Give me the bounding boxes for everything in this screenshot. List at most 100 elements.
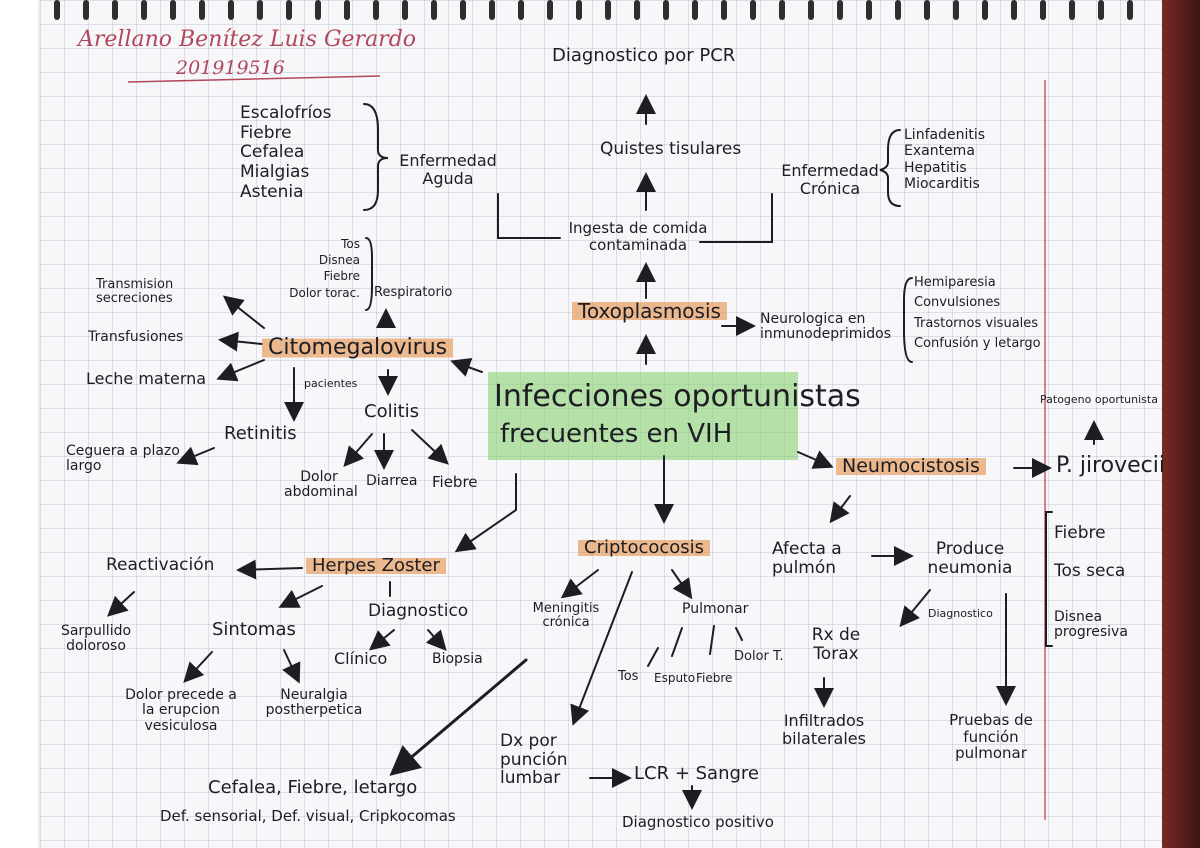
aguda-sintoma: Mialgias: [240, 162, 310, 183]
spiral-ring: [199, 0, 205, 20]
neumo-pj: P. jirovecii: [1056, 453, 1165, 478]
neumo-rx: Rx de Torax: [811, 625, 861, 664]
arrow-colitis-fiebre: [411, 429, 449, 465]
herpes-clinico: Clínico: [334, 649, 388, 668]
spiral-ring: [837, 0, 843, 20]
stroke-tos: [647, 647, 659, 667]
herpes-sarpullido: Sarpullido doloroso: [60, 623, 132, 655]
brace-aguda: [363, 103, 389, 211]
arrow-center-herpes: [454, 473, 517, 553]
neumo-pruebas: Pruebas de función pulmonar: [949, 711, 1033, 762]
neumo-diagnostico: Diagnostico: [928, 607, 993, 620]
arrow-colitis-dolor: [343, 433, 373, 468]
toxo-neuro: Neurologica en inmunodeprimidos: [760, 311, 892, 343]
notebook-cover-edge: [1162, 0, 1200, 848]
center-title-line1: Infecciones oportunistas: [494, 379, 861, 414]
spiral-ring: [663, 0, 669, 20]
author-underline: [127, 75, 381, 83]
cripto-positivo: Diagnostico positivo: [622, 813, 774, 831]
cripto-lcr: LCR + Sangre: [634, 763, 759, 784]
toxo-aguda: Enfermedad Aguda: [399, 151, 497, 188]
spiral-binding: [40, 0, 1162, 26]
arrow-cripto-dx: [570, 571, 633, 726]
colitis-dolor: Dolor abdominal: [284, 469, 358, 501]
aguda-sintoma: Cefalea: [240, 142, 305, 163]
toxo-quistes: Quistes tisulares: [600, 139, 742, 159]
arrow-herpes-sintomas: [278, 585, 323, 608]
colitis-diarrea: Diarrea: [366, 473, 418, 489]
herpes-diagnostico: Diagnostico: [368, 601, 469, 621]
arrow-center-cmv: [450, 357, 483, 377]
spiral-ring: [721, 0, 727, 20]
arrow-cripto-pulmonar: [671, 569, 693, 600]
spiral-ring: [924, 0, 930, 20]
cmv-colitis: Colitis: [364, 401, 420, 422]
spiral-ring: [1040, 0, 1046, 20]
spiral-ring: [489, 0, 495, 20]
herpes-biopsia: Biopsia: [432, 651, 483, 667]
background-left: [0, 0, 40, 848]
center-title-line2: frecuentes en VIH: [500, 419, 733, 449]
pulmonar-esputo: Esputo: [654, 671, 696, 685]
spiral-ring: [547, 0, 553, 20]
spiral-ring: [750, 0, 756, 20]
arrow-retinitis-ceguera: [176, 446, 215, 466]
cripto-pulmonar: Pulmonar: [682, 601, 749, 617]
cripto-title: Criptococosis: [578, 538, 711, 558]
spiral-ring: [866, 0, 872, 20]
neumo-infiltrados: Infiltrados bilaterales: [782, 711, 866, 748]
cripto-meningitis: Meningitis crónica: [532, 601, 600, 631]
arrow-cripto-meningitis: [560, 569, 599, 599]
toxo-title: Toxoplasmosis: [572, 300, 727, 322]
meningitis-defs: Def. sensorial, Def. visual, Cripkocomas: [160, 807, 456, 825]
spiral-ring: [576, 0, 582, 20]
arrow-produce-diagnostico: [899, 589, 931, 628]
resp-sintoma: Dolor torac.: [289, 285, 360, 300]
spiral-ring: [170, 0, 176, 20]
cmv-transmision: Transmision secreciones: [96, 277, 174, 307]
arrow-sintomas-neuralgia: [282, 649, 301, 684]
spiral-ring: [634, 0, 640, 20]
spiral-ring: [1127, 0, 1133, 20]
cmv-transfusiones: Transfusiones: [88, 329, 184, 345]
cmv-ceguera: Ceguera a plazo largo: [66, 443, 180, 475]
pulmonar-fiebre: Fiebre: [696, 671, 733, 685]
spiral-ring: [228, 0, 234, 20]
cronica-sintoma: Miocarditis: [904, 176, 980, 193]
neumo-patogeno: Patogeno oportunista: [1040, 393, 1158, 406]
arrow-meningitis-sintomas: [389, 658, 528, 776]
spiral-ring: [460, 0, 466, 20]
herpes-sintomas: Sintomas: [212, 619, 296, 640]
author-name: Arellano Benítez Luis Gerardo: [78, 27, 417, 52]
cmv-leche: Leche materna: [86, 369, 207, 388]
resp-sintoma: Tos: [341, 237, 360, 251]
toxo-diagnostico: Diagnostico por PCR: [552, 45, 736, 66]
neumo-disnea: Disnea progresiva: [1054, 609, 1128, 641]
spiral-ring: [808, 0, 814, 20]
meningitis-sintomas: Cefalea, Fiebre, letargo: [208, 777, 418, 798]
brace-neumo-sintomas: [1045, 511, 1053, 647]
cmv-pacientes: pacientes: [304, 377, 358, 390]
spiral-ring: [54, 0, 60, 20]
arrow-sintomas-dolor: [183, 651, 213, 683]
spiral-ring: [779, 0, 785, 20]
herpes-dolor: Dolor precede a la erupcion vesiculosa: [125, 687, 237, 734]
cmv-respiratorio: Respiratorio: [374, 285, 453, 300]
neuro-sintoma: Confusión y letargo: [914, 335, 1041, 351]
spiral-ring: [315, 0, 321, 20]
cmv-title: Citomegalovirus: [262, 335, 454, 361]
pulmonar-dolor: Dolor T.: [734, 649, 784, 664]
spiral-ring: [141, 0, 147, 20]
spiral-ring: [518, 0, 524, 20]
arrow-reactivacion-sarpullido: [107, 591, 135, 617]
spiral-ring: [373, 0, 379, 20]
cronica-sintoma: Exantema: [904, 143, 975, 160]
colitis-fiebre: Fiebre: [432, 473, 478, 491]
aguda-sintoma: Escalofríos: [240, 103, 332, 123]
resp-sintoma: Disnea: [318, 253, 360, 268]
